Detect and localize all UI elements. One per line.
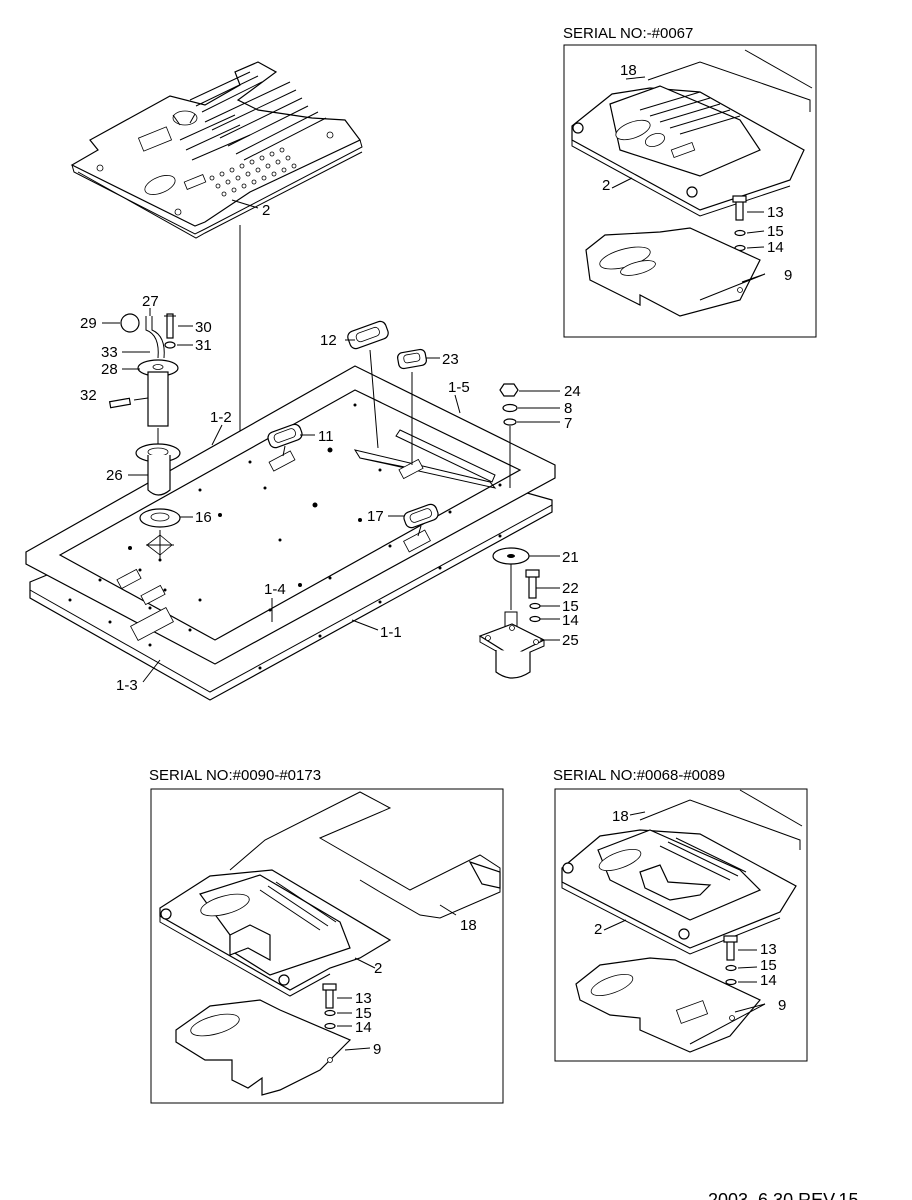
mat-perforations [209, 147, 297, 197]
grommet-17 [403, 503, 439, 529]
callout-25: 25 [562, 632, 579, 649]
callout-24: 24 [564, 383, 581, 400]
callout-14: 14 [767, 239, 784, 256]
callout-29: 29 [80, 315, 97, 332]
callout-23: 23 [442, 351, 459, 368]
grommet-11 [267, 423, 303, 449]
callout-14: 14 [562, 612, 579, 629]
callout-22: 22 [562, 580, 579, 597]
inset-serial-0090-0173: SERIAL NO:#0090-#0173 18 2 13 15 14 9 [149, 767, 504, 1104]
callout-32: 32 [80, 387, 97, 404]
callout-27: 27 [142, 293, 159, 310]
plate-holes [68, 403, 502, 670]
inset-title: SERIAL NO:#0090-#0173 [149, 767, 321, 784]
callout-16: 16 [195, 509, 212, 526]
callout-2: 2 [374, 960, 382, 977]
callout-1-5: 1-5 [448, 379, 470, 396]
callout-14: 14 [760, 972, 777, 989]
callout-33: 33 [101, 344, 118, 361]
revision-stamp: 2003. 6.30 REV.15 [708, 1190, 858, 1200]
mat-ridges [179, 71, 327, 161]
grommet-12 [347, 320, 389, 350]
callout-12: 12 [320, 332, 337, 349]
callout-17: 17 [367, 508, 384, 525]
callout-30: 30 [195, 319, 212, 336]
floor-mat-part [70, 61, 363, 239]
inset-title: SERIAL NO:#0068-#0089 [553, 767, 725, 784]
gauge-assembly [108, 313, 181, 528]
callout-31: 31 [195, 337, 212, 354]
callout-18: 18 [612, 808, 629, 825]
callout-1-1: 1-1 [380, 624, 402, 641]
callout-2: 2 [602, 177, 610, 194]
inset-serial-0067: SERIAL NO:-#0067 18 2 13 15 14 9 [563, 25, 817, 338]
callout-2: 2 [262, 202, 270, 219]
callout-9: 9 [778, 997, 786, 1014]
leader-lines [102, 199, 560, 683]
callout-9: 9 [784, 267, 792, 284]
inset-frame [563, 44, 817, 338]
callout-21: 21 [562, 549, 579, 566]
callout-15: 15 [767, 223, 784, 240]
callout-13: 13 [355, 990, 372, 1007]
callout-13: 13 [767, 204, 784, 221]
inset-frame [150, 788, 504, 1104]
inset-serial-0068-0089: SERIAL NO:#0068-#0089 18 2 13 15 14 9 [553, 767, 808, 1062]
mount-assembly [478, 383, 546, 679]
callout-13: 13 [760, 941, 777, 958]
rail-b [395, 429, 496, 483]
callout-1-2: 1-2 [210, 409, 232, 426]
callout-18: 18 [460, 917, 477, 934]
grommet-23 [397, 348, 427, 370]
callout-11: 11 [318, 428, 334, 445]
callout-26: 26 [106, 467, 123, 484]
callout-7: 7 [564, 415, 572, 432]
callout-14: 14 [355, 1019, 372, 1036]
callout-28: 28 [101, 361, 118, 378]
callout-18: 18 [620, 62, 637, 79]
callout-15: 15 [562, 598, 579, 615]
inset-frame [554, 788, 808, 1062]
callout-9: 9 [373, 1041, 381, 1058]
callout-2: 2 [594, 921, 602, 938]
callout-15: 15 [760, 957, 777, 974]
inset-title: SERIAL NO:-#0067 [563, 25, 693, 42]
callout-15: 15 [355, 1005, 372, 1022]
callout-1-3: 1-3 [116, 677, 138, 694]
callout-1-4: 1-4 [264, 581, 286, 598]
main-exploded-view: 2 29 27 30 31 33 28 32 12 23 1-5 24 8 7 … [25, 61, 581, 701]
callout-8: 8 [564, 400, 572, 417]
